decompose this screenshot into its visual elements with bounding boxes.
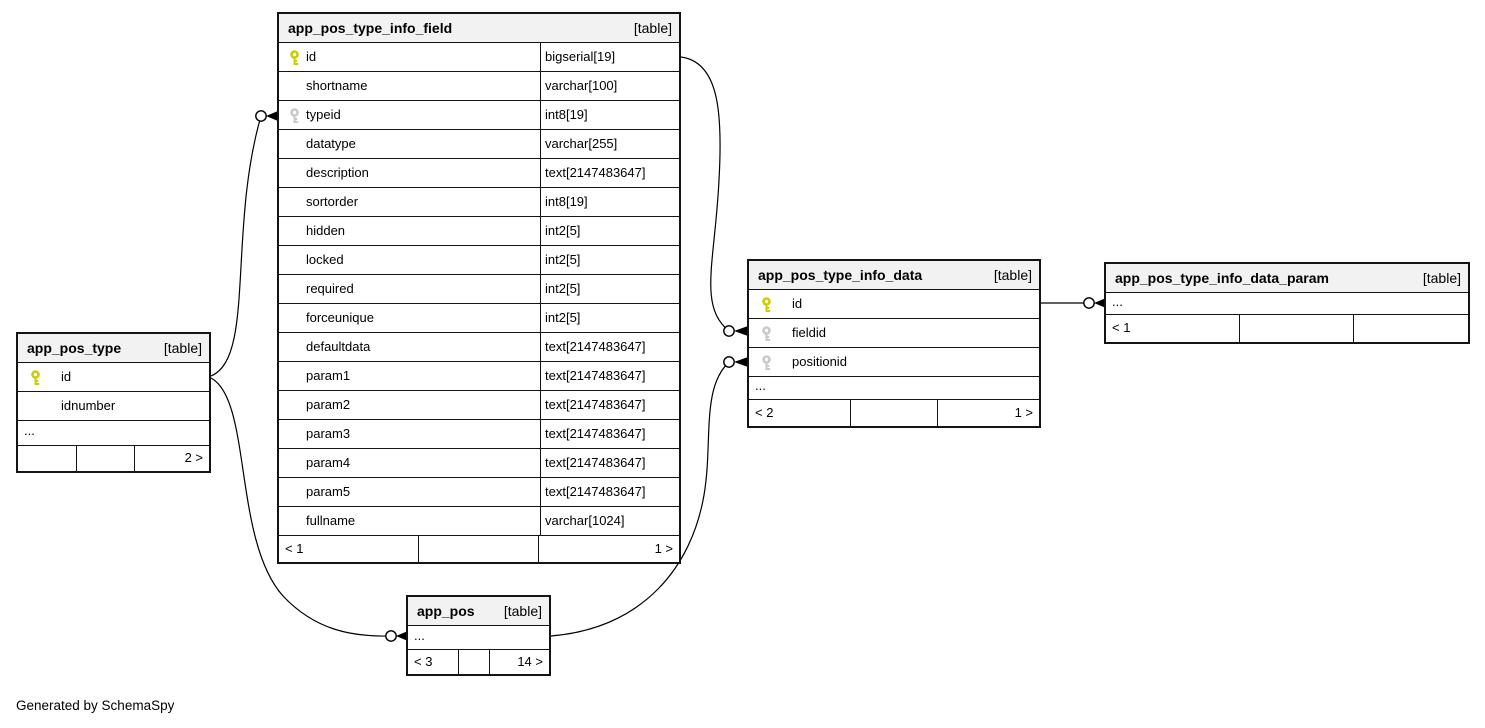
table-name: app_pos_type_info_data_param <box>1115 270 1329 286</box>
crow-arrow-icon <box>396 631 408 641</box>
parents-count: 1 > <box>1014 405 1033 420</box>
column-row: sortorder int8[19] <box>279 188 679 217</box>
zero-circle-icon <box>1083 297 1095 309</box>
column-row: hidden int2[5] <box>279 217 679 246</box>
generator-credit: Generated by SchemaSpy <box>16 698 175 713</box>
primary-key-icon <box>290 50 299 65</box>
column-row: datatype varchar[255] <box>279 130 679 159</box>
parents-count: 1 > <box>654 541 673 556</box>
table-footer: < 2 1 > <box>749 400 1039 426</box>
children-count: < 3 <box>414 654 433 669</box>
table-footer: < 3 14 > <box>408 650 549 674</box>
table-header[interactable]: app_pos_type_info_data_param [table] <box>1106 264 1468 293</box>
parents-count: 2 > <box>184 450 203 465</box>
table-app-pos-type-info-data: app_pos_type_info_data [table] id fieldi… <box>747 259 1041 428</box>
zero-circle-icon <box>723 325 735 337</box>
relationship-curve-postype-to-typeid <box>210 115 262 377</box>
column-row: id <box>749 290 1039 319</box>
table-footer: < 1 <box>1106 315 1468 342</box>
parents-count <box>1354 315 1468 342</box>
column-row: param5 text[2147483647] <box>279 478 679 507</box>
foreign-key-icon <box>290 108 299 123</box>
column-row: required int2[5] <box>279 275 679 304</box>
foreign-key-icon <box>762 355 771 370</box>
table-name: app_pos_type <box>27 340 122 356</box>
column-row: param4 text[2147483647] <box>279 449 679 478</box>
table-tag: [table] <box>633 20 672 36</box>
children-count: < 1 <box>1112 320 1131 335</box>
more-columns-ellipsis: ... <box>408 626 549 650</box>
crow-arrow-icon <box>1094 298 1106 308</box>
column-row: description text[2147483647] <box>279 159 679 188</box>
column-row: positionid <box>749 348 1039 377</box>
parents-count: 14 > <box>517 654 543 669</box>
primary-key-icon <box>762 297 771 312</box>
table-tag: [table] <box>163 340 202 356</box>
relationship-curve-positionid <box>550 361 730 637</box>
table-header[interactable]: app_pos_type [table] <box>18 334 209 363</box>
table-tag: [table] <box>993 267 1032 283</box>
table-header[interactable]: app_pos_type_info_field [table] <box>279 14 679 43</box>
column-row: defaultdata text[2147483647] <box>279 333 679 362</box>
crow-arrow-icon <box>734 357 748 367</box>
column-row: shortname varchar[100] <box>279 72 679 101</box>
column-row: id bigserial[19] <box>279 43 679 72</box>
crow-arrow-icon <box>734 326 748 336</box>
foreign-key-icon <box>762 326 771 341</box>
primary-key-icon <box>31 370 40 385</box>
crow-arrow-icon <box>266 111 278 121</box>
column-row: param3 text[2147483647] <box>279 420 679 449</box>
zero-circle-icon <box>255 110 267 122</box>
column-row: id <box>18 363 209 392</box>
column-row: locked int2[5] <box>279 246 679 275</box>
column-row: typeid int8[19] <box>279 101 679 130</box>
column-row: forceunique int2[5] <box>279 304 679 333</box>
relationship-curve-fieldid <box>680 56 730 332</box>
more-columns-ellipsis: ... <box>18 421 209 446</box>
table-name: app_pos <box>417 603 475 619</box>
column-row: param2 text[2147483647] <box>279 391 679 420</box>
table-app-pos-type-info-data-param: app_pos_type_info_data_param [table] ...… <box>1104 262 1470 344</box>
children-count: < 2 <box>755 405 774 420</box>
column-row: param1 text[2147483647] <box>279 362 679 391</box>
table-header[interactable]: app_pos [table] <box>408 597 549 626</box>
zero-circle-icon <box>723 356 735 368</box>
column-row: fieldid <box>749 319 1039 348</box>
table-tag: [table] <box>503 603 542 619</box>
table-name: app_pos_type_info_data <box>758 267 923 283</box>
children-count: < 1 <box>285 541 304 556</box>
column-row: fullname varchar[1024] <box>279 507 679 536</box>
column-row: idnumber <box>18 392 209 421</box>
relationship-curve-postype-to-apppos <box>210 377 392 637</box>
table-tag: [table] <box>1422 270 1461 286</box>
more-columns-ellipsis: ... <box>749 377 1039 400</box>
more-columns-ellipsis: ... <box>1106 293 1468 315</box>
children-count <box>18 446 76 471</box>
table-app-pos-type-info-field: app_pos_type_info_field [table] id bigse… <box>277 12 681 564</box>
table-app-pos-type: app_pos_type [table] id idnumber ... 2 > <box>16 332 211 473</box>
table-footer: < 1 1 > <box>279 536 679 562</box>
table-name: app_pos_type_info_field <box>288 20 453 36</box>
table-app-pos: app_pos [table] ... < 3 14 > <box>406 595 551 676</box>
table-header[interactable]: app_pos_type_info_data [table] <box>749 261 1039 290</box>
table-footer: 2 > <box>18 446 209 471</box>
zero-circle-icon <box>385 630 397 642</box>
